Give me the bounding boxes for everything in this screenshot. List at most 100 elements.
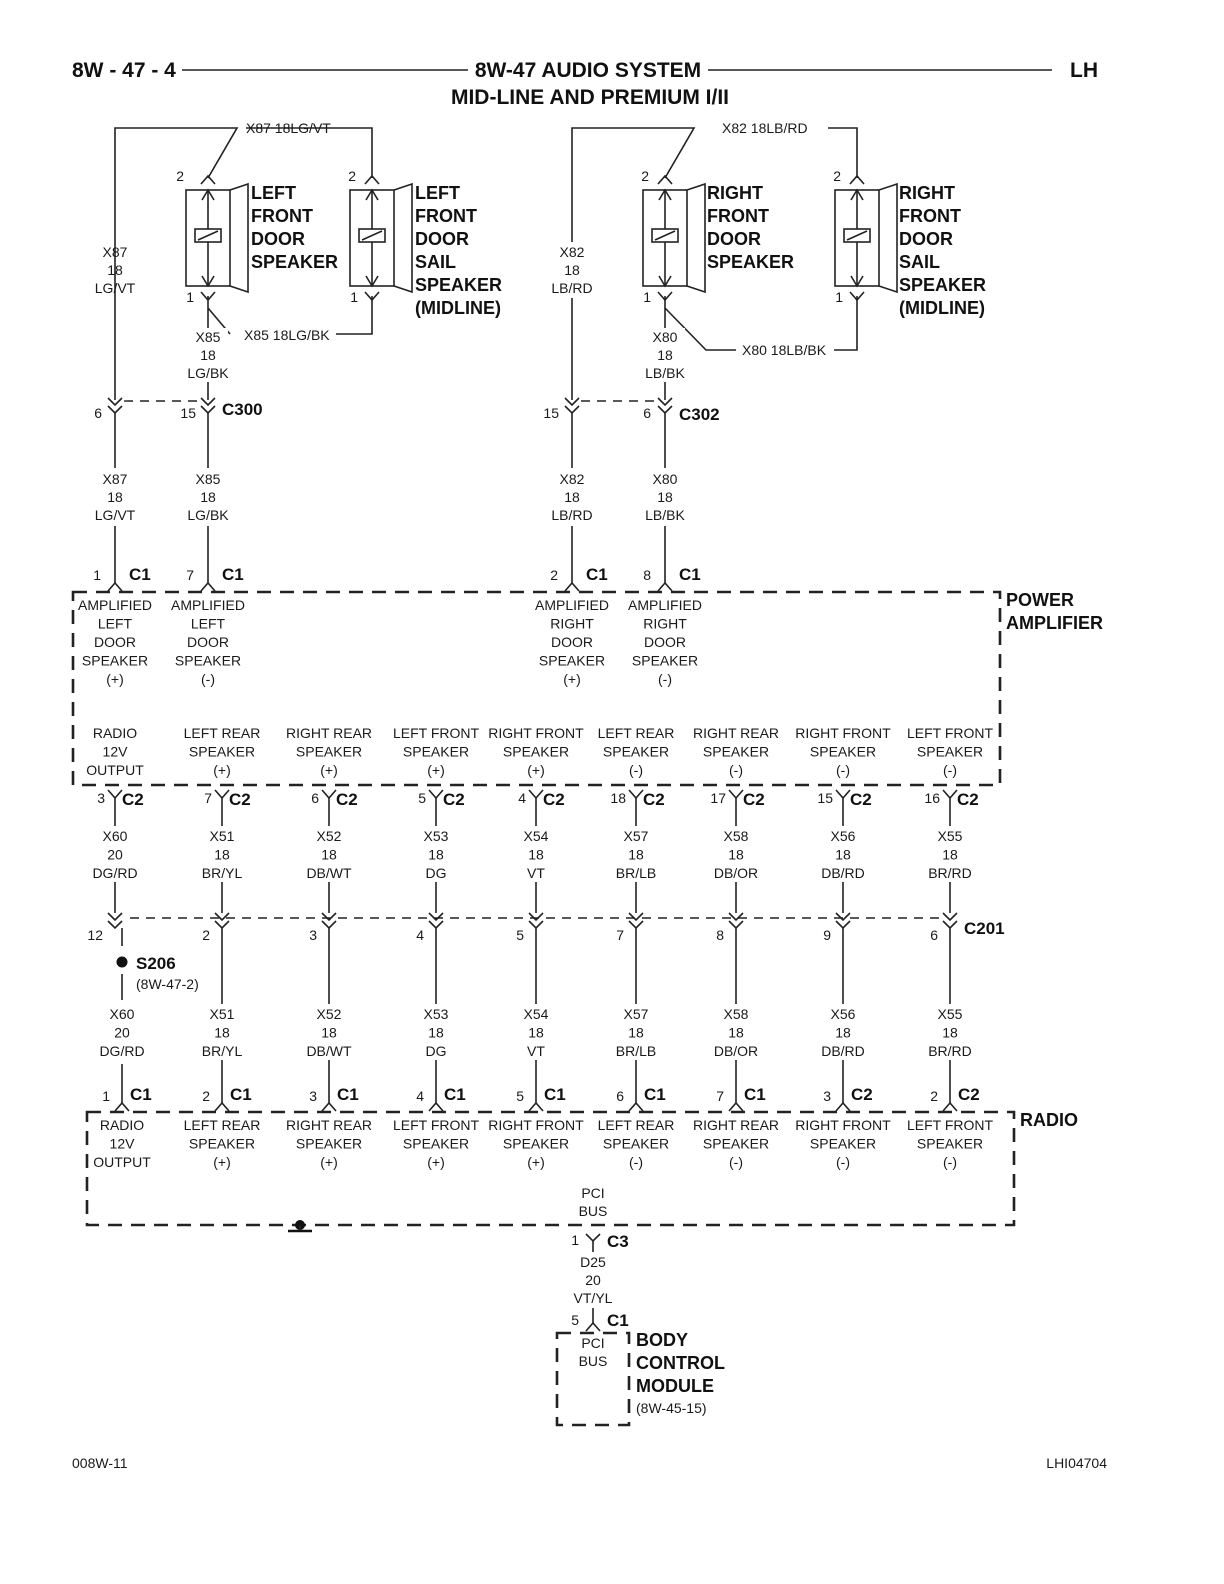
speaker-label: SPEAKER — [251, 252, 338, 272]
wire-spec-x82: X82 18 LB/RD — [549, 468, 595, 526]
radio-input-pin: 5 — [516, 1088, 524, 1104]
amp-output-pin: 6 — [311, 790, 319, 806]
pin-label: 1 — [643, 289, 651, 305]
connector-bcm-c1: 5 C1 — [571, 1311, 629, 1332]
amp-input-label: AMPLIFIED — [535, 597, 609, 613]
amp-input-labels: AMPLIFIEDLEFTDOORSPEAKER(+)AMPLIFIEDLEFT… — [78, 597, 702, 687]
wire-spec-bg — [94, 1004, 150, 1060]
amp-input-label: (+) — [106, 671, 124, 687]
wire-spec: X57 — [624, 828, 649, 844]
svg-text:C1: C1 — [679, 565, 701, 584]
wire-spec: 20 — [107, 847, 123, 863]
amp-output-label: SPEAKER — [189, 744, 255, 760]
radio-input-pin: 4 — [416, 1088, 424, 1104]
page-side: LH — [1070, 59, 1098, 82]
svg-text:18: 18 — [200, 347, 216, 363]
amp-input-connector: 8 C1 — [643, 565, 701, 592]
amp-output-conn: C2 — [643, 790, 665, 809]
wire-spec-bg — [301, 826, 357, 882]
radio-input-conn: C1 — [744, 1085, 766, 1104]
svg-text:X82: X82 — [560, 471, 585, 487]
bcm-name-label: MODULE — [636, 1376, 714, 1396]
left-front-speaker-wiring: X87 18LG/VT X85 18LG/BK — [114, 120, 373, 400]
c201-pin: 5 — [516, 927, 524, 943]
speaker-label: SPEAKER — [415, 275, 502, 295]
radio-input-pin: 2 — [930, 1088, 938, 1104]
svg-text:X80: X80 — [653, 329, 678, 345]
page-title: 8W-47 AUDIO SYSTEM — [475, 59, 701, 82]
wire-spec: DG — [426, 1043, 447, 1059]
amp-output-conn: C2 — [336, 790, 358, 809]
speaker-label: RIGHT — [899, 183, 955, 203]
wire-spec: DB/WT — [306, 1043, 352, 1059]
svg-text:LG/VT: LG/VT — [95, 280, 136, 296]
radio-terminal-label: RIGHT FRONT — [488, 1117, 584, 1133]
wire-spec: X52 — [317, 828, 342, 844]
amp-output-label: RIGHT REAR — [286, 725, 372, 741]
connector-pin-mark — [321, 1101, 337, 1112]
wire-spec: BR/YL — [202, 865, 243, 881]
svg-text:LB/RD: LB/RD — [551, 280, 592, 296]
connector-c3: 1 C3 — [571, 1232, 629, 1251]
speaker-label: FRONT — [707, 206, 769, 226]
amp-input-label: SPEAKER — [632, 653, 698, 669]
svg-text:C1: C1 — [586, 565, 608, 584]
amp-output-conn: C2 — [543, 790, 565, 809]
svg-text:2: 2 — [550, 567, 558, 583]
svg-text:15: 15 — [543, 405, 559, 421]
amp-output-label: OUTPUT — [86, 762, 144, 778]
amp-input-label: (+) — [563, 671, 581, 687]
speaker-label: FRONT — [251, 206, 313, 226]
wire-spec-x87: X87 18 LG/VT — [92, 468, 138, 526]
svg-text:LG/VT: LG/VT — [95, 507, 136, 523]
wire-spec: X55 — [938, 1006, 963, 1022]
connector-c302: 15 6 C302 — [543, 397, 720, 424]
c201-pin: 6 — [930, 927, 938, 943]
wire-spec-bg — [194, 826, 250, 882]
amp-output-label: RIGHT REAR — [693, 725, 779, 741]
svg-text:C1: C1 — [607, 1311, 629, 1330]
amp-input-connector: 1 C1 — [93, 565, 151, 592]
svg-text:X82: X82 — [560, 244, 585, 260]
wire-spec: VT — [527, 1043, 545, 1059]
wire-spec-bg — [922, 1004, 978, 1060]
bcm-pci-label: BUS — [579, 1353, 608, 1369]
radio-input-conn: C1 — [644, 1085, 666, 1104]
svg-text:18: 18 — [107, 489, 123, 505]
speaker-label: RIGHT — [707, 183, 763, 203]
amp-input-label: RIGHT — [550, 616, 594, 632]
left-front-door-speaker: 2 1 LEFT FRONT DOOR SPEAKER — [176, 168, 338, 305]
svg-text:18: 18 — [107, 262, 123, 278]
wire-spec-x82-top: X82 18 LB/RD — [549, 242, 595, 298]
amp-output-label: LEFT FRONT — [907, 725, 994, 741]
amp-output-label: SPEAKER — [503, 744, 569, 760]
amp-input-label: AMPLIFIED — [628, 597, 702, 613]
wire-spec-bg — [922, 826, 978, 882]
connector-c201-pin — [214, 912, 230, 930]
svg-text:D25: D25 — [580, 1254, 606, 1270]
pin-label: 1 — [835, 289, 843, 305]
wire-spec: DG/RD — [92, 865, 137, 881]
wire-spec-x87-top: X87 18 LG/VT — [95, 244, 136, 296]
radio-input-conn: C1 — [337, 1085, 359, 1104]
right-front-door-speaker: 2 1 RIGHT FRONT DOOR SPEAKER — [641, 168, 794, 305]
amp-output-label: (+) — [213, 762, 231, 778]
amp-output-label: SPEAKER — [403, 744, 469, 760]
wire-spec: 18 — [628, 1025, 644, 1041]
ground-icon — [288, 1220, 312, 1233]
radio-terminal-label: SPEAKER — [503, 1136, 569, 1152]
radio-terminal-label: (-) — [629, 1154, 643, 1170]
connector-pin-mark — [835, 789, 851, 800]
wire-spec: 18 — [528, 847, 544, 863]
wire-spec: X60 — [110, 1006, 135, 1022]
amp-input-label: RIGHT — [643, 616, 687, 632]
wire-spec: X58 — [724, 1006, 749, 1022]
amp-output-label: RIGHT FRONT — [488, 725, 584, 741]
wire-spec: 18 — [321, 1025, 337, 1041]
wire-spec-bg — [301, 1004, 357, 1060]
radio-terminal-label: (-) — [836, 1154, 850, 1170]
svg-text:18: 18 — [657, 489, 673, 505]
pin-label: 2 — [348, 168, 356, 184]
connector-pin-mark — [835, 1101, 851, 1112]
